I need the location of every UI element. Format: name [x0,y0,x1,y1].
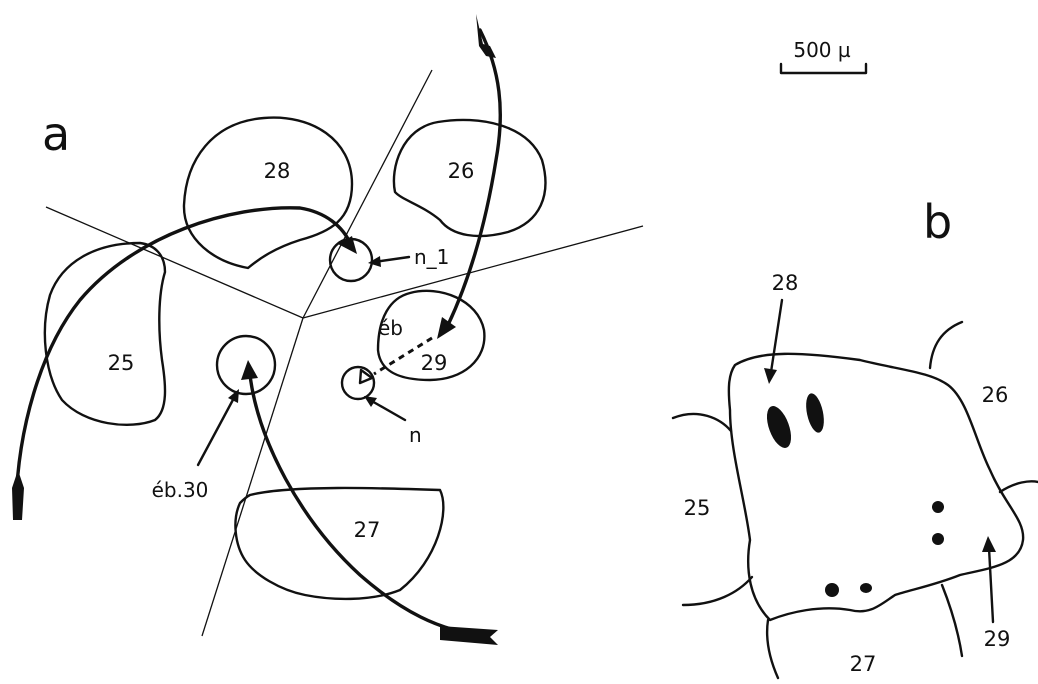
circle-eb30 [215,334,277,396]
panel-a-letter: a [42,107,70,161]
primordium-label-28: 28 [264,159,291,183]
neighbor-contour-27-right [940,583,964,658]
sector-line [302,225,644,319]
circle-n [340,365,376,401]
scale-bar-label: 500 µ [793,38,851,62]
label-n: n [409,423,422,447]
spot [860,583,872,593]
primordium-25 [43,241,167,426]
primordium-29 [376,289,486,382]
pointer-eb30-head [228,389,239,403]
neighbor-contour-25-bottom [681,575,754,607]
arrowhead-bottom [241,360,258,380]
scale-bar-line [779,62,868,75]
primordium-27 [234,486,445,601]
pointer-n [368,398,407,422]
sector-line [302,69,433,319]
neighbor-contour-26 [928,320,964,370]
primordium-label-26: 26 [448,159,475,183]
spot [806,393,824,433]
spiral-arrow-bottom [248,373,487,637]
panel-b-label-29: 29 [984,627,1011,651]
triangle-marker [358,368,374,385]
panel-b-letter: b [923,195,952,249]
dashed-connector [373,336,433,376]
spot [932,533,944,545]
neighbor-contour-29 [998,480,1038,494]
arrowhead-left [338,236,357,254]
neighbor-contour-25-top [671,412,733,433]
panel-b-arrow-29 [987,546,995,624]
neighbor-contour-27-left [765,618,780,680]
label-eb30: éb.30 [152,478,209,502]
scale-bar: 500 µ [779,38,868,75]
primordium-label-25: 25 [108,351,135,375]
panel-b: b 28 26 25 29 27 [671,195,1038,680]
primordium-28 [182,116,354,270]
spot [932,501,944,513]
panel-b-arrow-28 [769,298,784,374]
arrowhead-top [437,317,456,339]
spot [766,406,792,448]
panel-b-label-28: 28 [772,271,799,295]
label-n-minus-1: n_1 [414,245,449,269]
panel-b-label-26: 26 [982,383,1009,407]
panel-b-arrow-28-head [764,368,777,384]
spiral-arrow-left [14,206,353,507]
pointer-n-minus-1-head [368,256,381,267]
panel-b-arrow-29-head [982,536,996,552]
label-eb: éb [378,316,403,340]
pointer-n-head [364,396,377,407]
spiral-arrow-tail-left [12,470,24,520]
spiral-arrow-tail-top [476,14,496,58]
panel-b-label-25: 25 [684,496,711,520]
primordium-label-27: 27 [354,518,381,542]
sector-line [201,317,304,637]
spot [825,583,839,597]
apex-outline [727,352,1025,622]
sector-line [45,206,304,319]
primordium-26 [392,118,547,238]
panel-a: a 28 26 25 29 27 [12,14,644,645]
panel-b-label-27: 27 [850,652,877,676]
spiral-arrow-top [446,28,502,327]
pointer-eb30 [196,394,237,467]
primordium-label-29: 29 [421,351,448,375]
spiral-arrow-tail-bottom [440,626,498,645]
